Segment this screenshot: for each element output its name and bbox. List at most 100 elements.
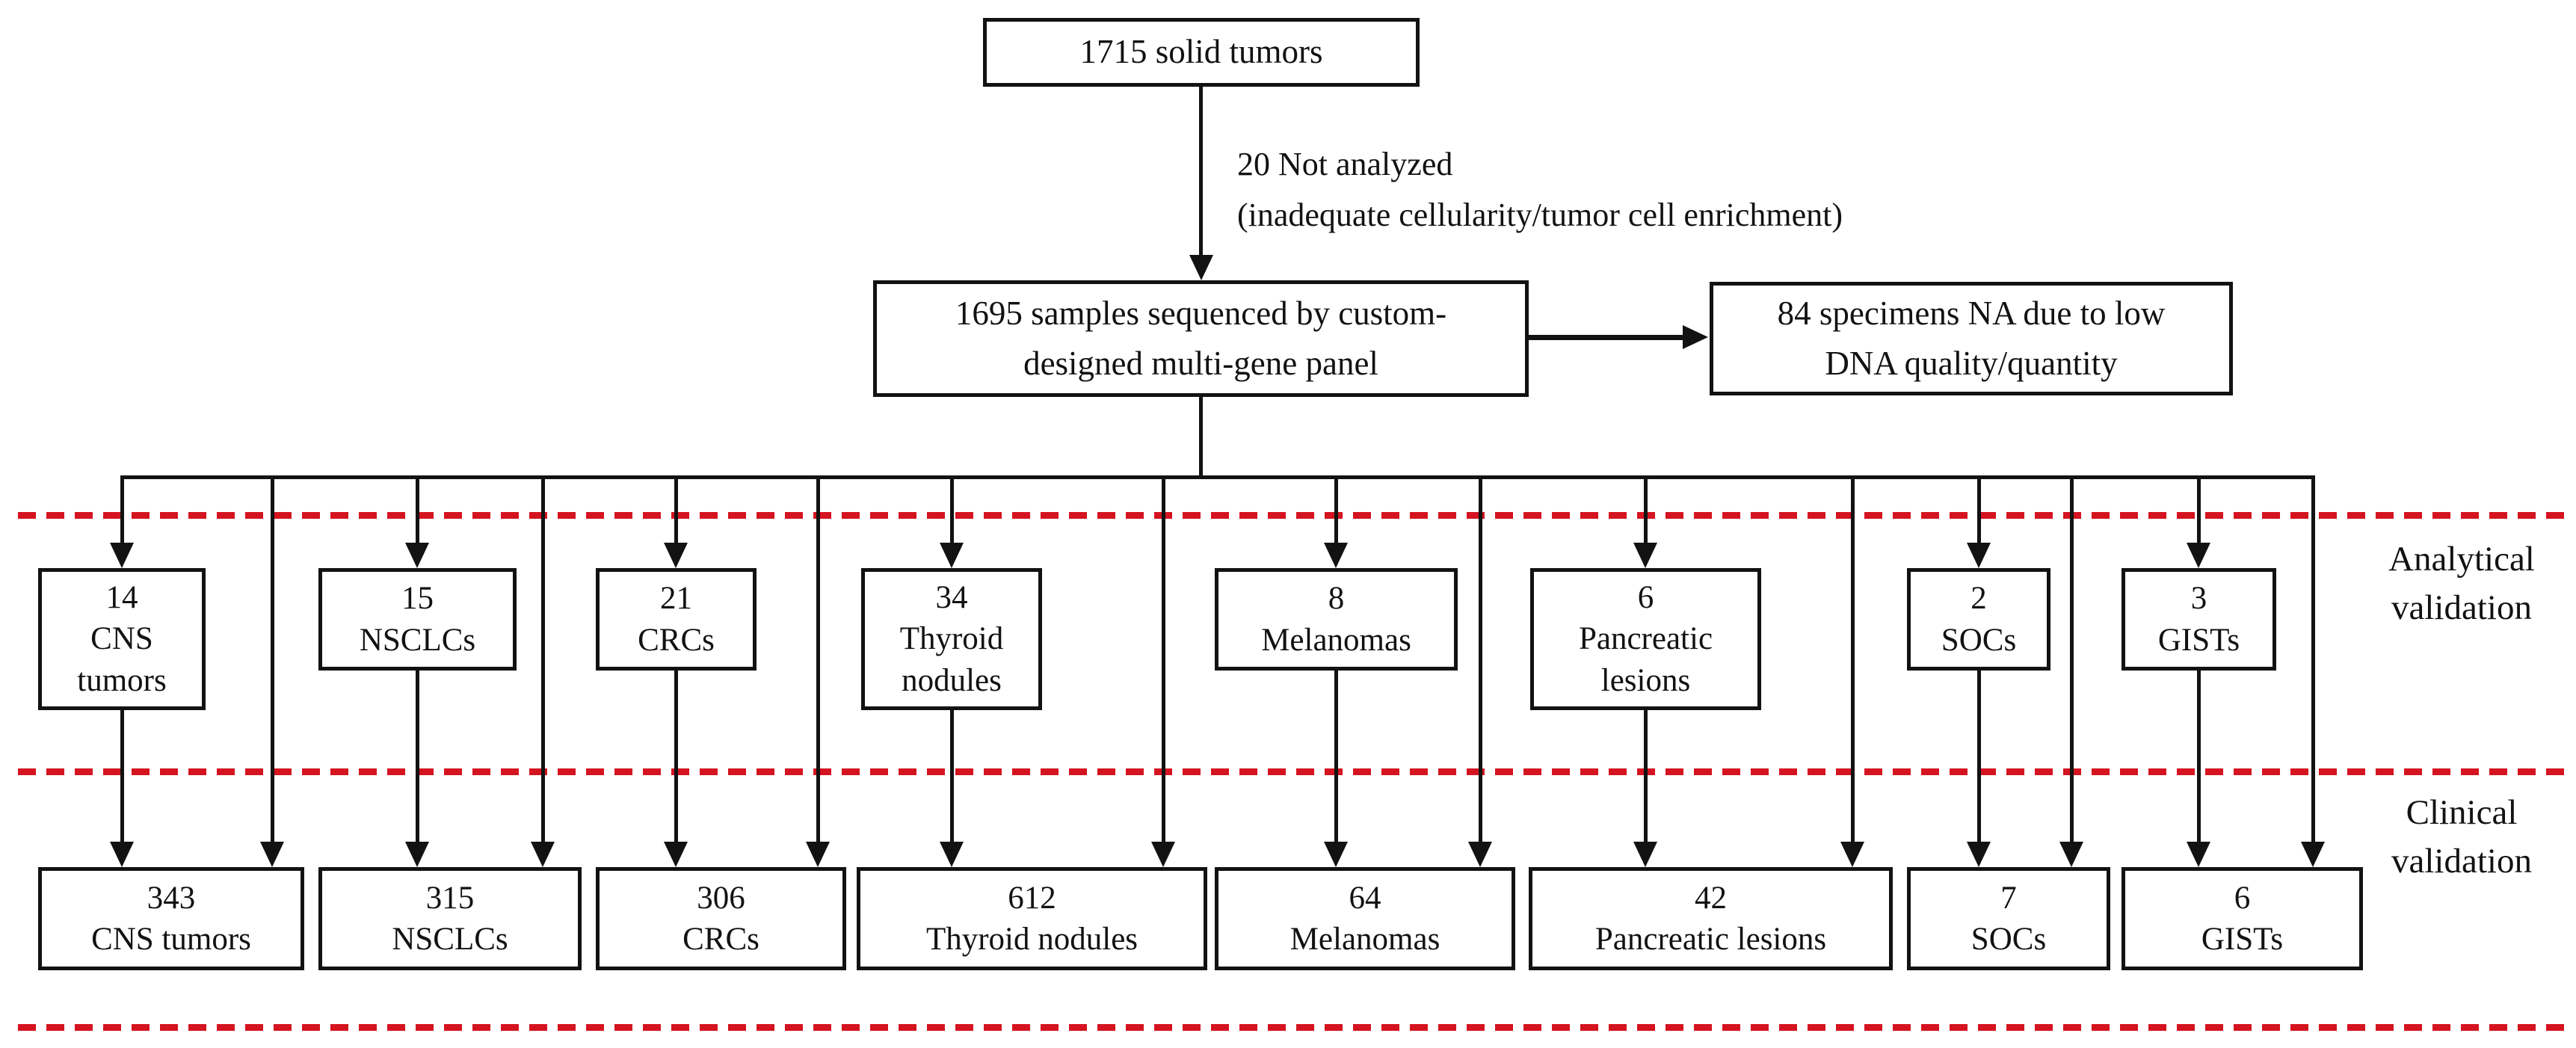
arrowhead-below-analytical-2: [405, 842, 429, 867]
connector-bypass-8: [2311, 475, 2315, 843]
analytical-thyroid-count: 34: [935, 580, 968, 616]
analytical-thyroid-label2: nodules: [902, 662, 1002, 698]
connector-analytical-drop-5: [1334, 475, 1338, 544]
arrowhead-bypass-8: [2301, 842, 2325, 867]
connector-below-analytical-1: [120, 710, 124, 843]
analytical-crc-count: 21: [660, 581, 692, 617]
analytical-gist-label: GISTs: [2157, 622, 2240, 658]
clinical-thyroid-label: Thyroid nodules: [925, 922, 1138, 957]
analytical-soc-count: 2: [1970, 581, 1987, 617]
analytical-box-socs: 2 SOCs: [1907, 568, 2050, 671]
connector-bypass-7: [2070, 475, 2074, 843]
analytical-box-melanomas: 8 Melanomas: [1215, 568, 1458, 671]
clinical-nsclc-label: NSCLCs: [392, 922, 508, 957]
connector-bypass-3: [816, 475, 820, 843]
analytical-box-thyroid-nodules: 34 Thyroid nodules: [861, 568, 1042, 710]
clinical-box-nsclcs: 315 NSCLCs: [318, 867, 582, 970]
connector-manifold: [122, 475, 2314, 479]
connector-bypass-6: [1851, 475, 1855, 843]
clinical-box-melanomas: 64 Melanomas: [1215, 867, 1515, 970]
clinical-gist-label: GISTs: [2201, 922, 2284, 957]
clinical-cns-label: CNS tumors: [91, 922, 251, 957]
connector-below-analytical-6: [1644, 710, 1648, 843]
analytical-validation-line2: validation: [2391, 588, 2532, 627]
connector-bypass-4: [1162, 475, 1165, 843]
arrowhead-top-stem: [1189, 255, 1213, 280]
clinical-box-pancreatic-lesions: 42 Pancreatic lesions: [1529, 867, 1893, 970]
analytical-pancreatic-label2: lesions: [1600, 662, 1691, 698]
clinical-soc-count: 7: [2000, 880, 2017, 916]
arrowhead-bypass-2: [531, 842, 555, 867]
not-analyzed-note: 20 Not analyzed (inadequate cellularity/…: [1237, 139, 1843, 241]
connector-below-analytical-7: [1977, 671, 1981, 843]
clinical-box-socs: 7 SOCs: [1907, 867, 2110, 970]
arrowhead-analytical-3: [664, 543, 688, 568]
analytical-crc-label: CRCs: [638, 622, 715, 658]
analytical-pancreatic-label1: Pancreatic: [1578, 621, 1713, 657]
arrowhead-bypass-1: [260, 842, 284, 867]
na-specimens-box: 84 specimens NA due to low DNA quality/q…: [1710, 282, 2233, 395]
clinical-validation-line1: Clinical: [2406, 793, 2518, 832]
analytical-gist-count: 3: [2190, 581, 2207, 617]
connector-na-shaft: [1529, 335, 1683, 340]
analytical-cns-label2: tumors: [77, 662, 167, 698]
connector-below-analytical-5: [1334, 671, 1338, 843]
sequenced-samples-box: 1695 samples sequenced by custom- design…: [873, 280, 1529, 397]
arrowhead-analytical-5: [1324, 543, 1348, 568]
analytical-cns-label1: CNS: [90, 621, 153, 657]
clinical-box-crcs: 306 CRCs: [596, 867, 846, 970]
sequenced-samples-line2: designed multi-gene panel: [1023, 345, 1378, 382]
connector-bypass-5: [1479, 475, 1482, 843]
connector-bypass-1: [271, 475, 274, 843]
clinical-validation-label: Clinical validation: [2347, 789, 2576, 886]
analytical-box-crcs: 21 CRCs: [596, 568, 757, 671]
connector-analytical-drop-6: [1644, 475, 1648, 544]
analytical-box-gists: 3 GISTs: [2121, 568, 2276, 671]
clinical-thyroid-count: 612: [1008, 880, 1056, 916]
na-specimens-line1: 84 specimens NA due to low: [1777, 294, 2166, 332]
total-solid-tumors-box: 1715 solid tumors: [983, 18, 1420, 87]
analytical-nsclc-count: 15: [401, 581, 434, 617]
analytical-box-cns-tumors: 14 CNS tumors: [38, 568, 206, 710]
clinical-pancreatic-label: Pancreatic lesions: [1594, 922, 1827, 957]
analytical-box-nsclcs: 15 NSCLCs: [318, 568, 517, 671]
arrowhead-analytical-7: [1967, 543, 1991, 568]
clinical-melanoma-count: 64: [1349, 880, 1381, 916]
connector-top-stem: [1199, 87, 1203, 256]
connector-mid-stem: [1199, 397, 1203, 475]
clinical-soc-label: SOCs: [1970, 922, 2047, 957]
connector-below-analytical-2: [416, 671, 419, 843]
clinical-box-cns-tumors: 343 CNS tumors: [38, 867, 304, 970]
arrowhead-below-analytical-5: [1324, 842, 1348, 867]
connector-bypass-2: [541, 475, 545, 843]
analytical-cns-count: 14: [105, 580, 138, 616]
connector-analytical-drop-1: [120, 475, 124, 544]
arrowhead-below-analytical-8: [2187, 842, 2210, 867]
total-solid-tumors-label: 1715 solid tumors: [1079, 33, 1323, 71]
arrowhead-below-analytical-7: [1967, 842, 1991, 867]
arrowhead-below-analytical-3: [664, 842, 688, 867]
analytical-thyroid-label1: Thyroid: [899, 621, 1004, 657]
connector-below-analytical-8: [2197, 671, 2201, 843]
clinical-validation-line2: validation: [2391, 841, 2532, 881]
connector-analytical-drop-8: [2197, 475, 2201, 544]
arrowhead-below-analytical-6: [1633, 842, 1657, 867]
clinical-crc-count: 306: [697, 880, 745, 916]
clinical-box-gists: 6 GISTs: [2121, 867, 2363, 970]
arrowhead-bypass-7: [2059, 842, 2083, 867]
clinical-crc-label: CRCs: [682, 922, 759, 957]
arrowhead-analytical-4: [940, 543, 964, 568]
analytical-box-pancreatic-lesions: 6 Pancreatic lesions: [1530, 568, 1761, 710]
clinical-box-thyroid-nodules: 612 Thyroid nodules: [857, 867, 1207, 970]
arrowhead-analytical-1: [110, 543, 134, 568]
analytical-validation-label: Analytical validation: [2347, 535, 2576, 632]
connector-analytical-drop-2: [416, 475, 419, 544]
arrowhead-na: [1683, 325, 1708, 349]
not-analyzed-note-line2: (inadequate cellularity/tumor cell enric…: [1237, 197, 1843, 234]
connector-analytical-drop-3: [674, 475, 678, 544]
clinical-nsclc-count: 315: [425, 880, 475, 916]
analytical-melanoma-label: Melanomas: [1261, 622, 1411, 658]
clinical-cns-count: 343: [147, 880, 196, 916]
arrowhead-below-analytical-4: [940, 842, 964, 867]
